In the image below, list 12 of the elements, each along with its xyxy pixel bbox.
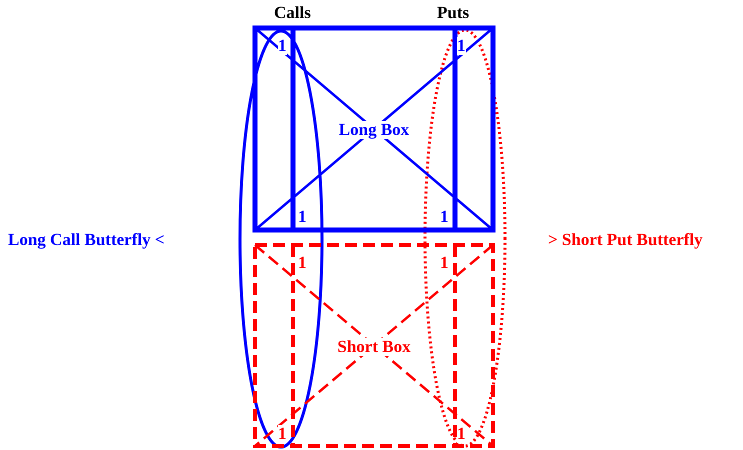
box-spread-drawing [255,28,493,230]
strategy-label: > Short Put Butterfly [548,231,703,249]
box-spread-drawing [255,245,493,446]
strategy-label: Long Call Butterfly < [8,231,165,249]
quantity-number: 1 [278,425,286,443]
column-heading: Puts [437,4,470,22]
quantity-number: 1 [278,37,286,55]
box-label: Long Box [338,121,410,139]
quantity-number: 1 [457,37,466,55]
box-label: Short Box [336,338,412,356]
column-heading: Calls [274,4,311,22]
quantity-number: 1 [457,425,466,443]
